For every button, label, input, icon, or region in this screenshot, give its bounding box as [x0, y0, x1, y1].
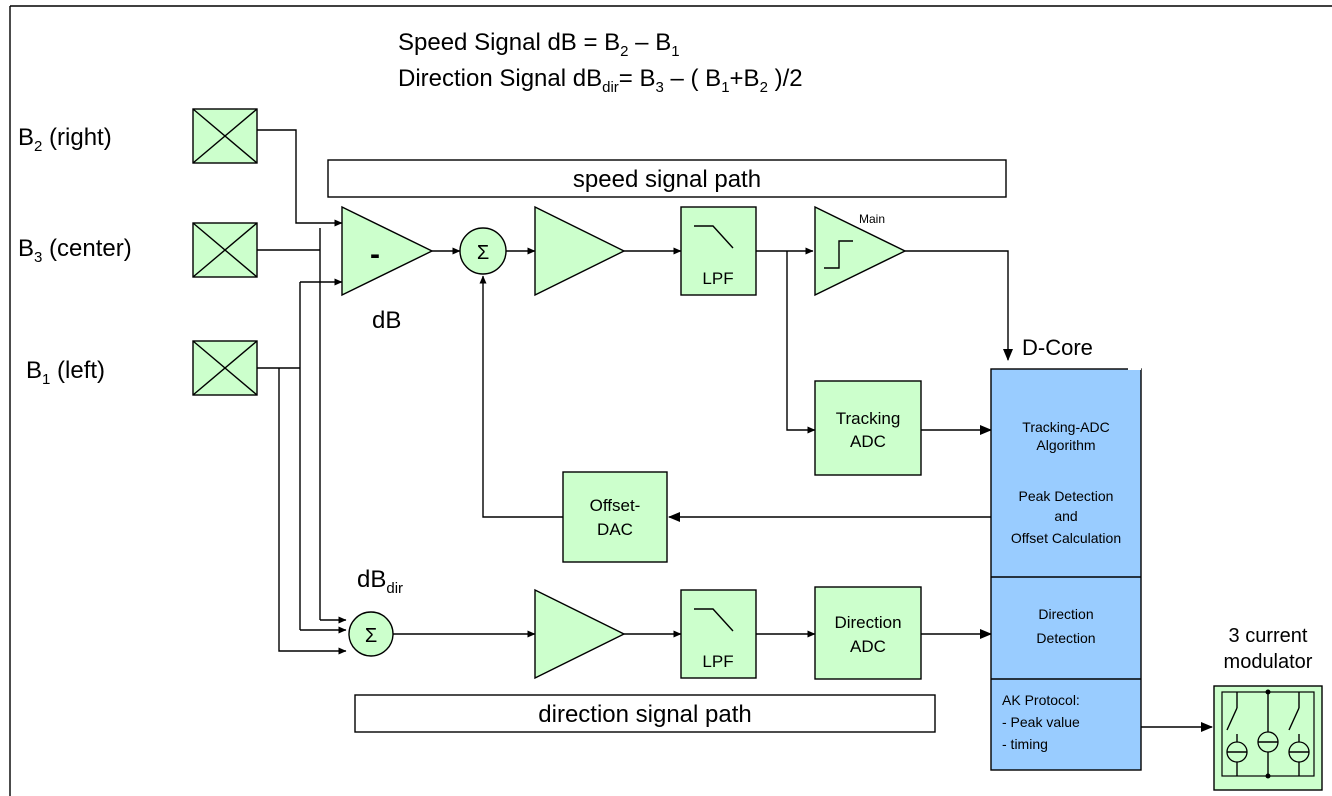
core-ak-line2: - Peak value: [1002, 714, 1080, 730]
speed-summer-sigma: Σ: [477, 242, 489, 264]
speed-path-label: speed signal path: [573, 166, 761, 193]
sensor-wiring: [257, 129, 347, 655]
direction-lpf-block: LPF: [680, 589, 757, 679]
sensor-b3-label: B3 (center): [18, 235, 132, 266]
svg-text:ADC: ADC: [850, 432, 886, 451]
offset-to-summer-wire: [479, 275, 563, 518]
dcore-block: [990, 368, 1142, 771]
speed-path-box: [327, 159, 1007, 198]
tracking-adc-block: Tracking ADC: [814, 380, 922, 476]
direction-lpf-label: LPF: [702, 652, 733, 671]
svg-text:Direction: Direction: [834, 613, 901, 632]
comparator-to-core-wire: [905, 250, 1013, 361]
dcore-label: D-Core: [1022, 335, 1093, 360]
direction-path-box: [354, 694, 936, 733]
svg-text:Tracking: Tracking: [836, 409, 901, 428]
main-comparator: [814, 205, 907, 297]
sensor-b1-symbol: [192, 340, 258, 396]
db-label: dB: [372, 307, 401, 334]
core-direction-line2: Detection: [1036, 630, 1095, 646]
db-dir-label: dBdir: [357, 566, 403, 597]
direction-summer-sigma: Σ: [365, 625, 377, 647]
speed-formula: Speed Signal dB = B2 – B1: [398, 29, 680, 60]
speed-lpf-block: LPF: [680, 206, 757, 296]
modulator-label-line1: 3 current: [1229, 625, 1308, 647]
direction-adc-block: Direction ADC: [814, 586, 922, 680]
current-modulator-block: [1213, 685, 1323, 791]
core-direction-line1: Direction: [1038, 606, 1093, 622]
core-tracking-line2: Algorithm: [1036, 437, 1095, 453]
offset-dac-block: Offset- DAC: [562, 471, 668, 563]
core-peak-line3: Offset Calculation: [1011, 530, 1121, 546]
core-ak-line1: AK Protocol:: [1002, 692, 1080, 708]
core-tracking-line1: Tracking-ADC: [1022, 419, 1109, 435]
svg-text:DAC: DAC: [597, 520, 633, 539]
direction-formula: Direction Signal dBdir= B3 – ( B1+B2 )/2: [398, 65, 803, 96]
core-ak-line3: - timing: [1002, 736, 1048, 752]
direction-gain-amplifier: [534, 588, 626, 680]
core-peak-line2: and: [1054, 508, 1077, 524]
differential-amplifier: [341, 205, 434, 297]
core-peak-line1: Peak Detection: [1019, 488, 1114, 504]
comparator-step-icon: [824, 240, 853, 269]
modulator-label-line2: modulator: [1224, 651, 1313, 673]
speed-gain-amplifier: [534, 205, 626, 297]
main-label: Main: [859, 212, 885, 226]
direction-path-label: direction signal path: [538, 701, 751, 728]
minus-sign: -: [370, 238, 380, 271]
svg-text:ADC: ADC: [850, 637, 886, 656]
sensor-b3-symbol: [192, 222, 258, 278]
sensor-b1-label: B1 (left): [26, 357, 105, 388]
sensor-b2-label: B2 (right): [18, 124, 112, 155]
lpf-to-tracking-wire: [786, 251, 816, 434]
speed-lpf-label: LPF: [702, 269, 733, 288]
sensor-b2-symbol: [192, 108, 258, 164]
svg-text:Offset-: Offset-: [590, 496, 641, 515]
